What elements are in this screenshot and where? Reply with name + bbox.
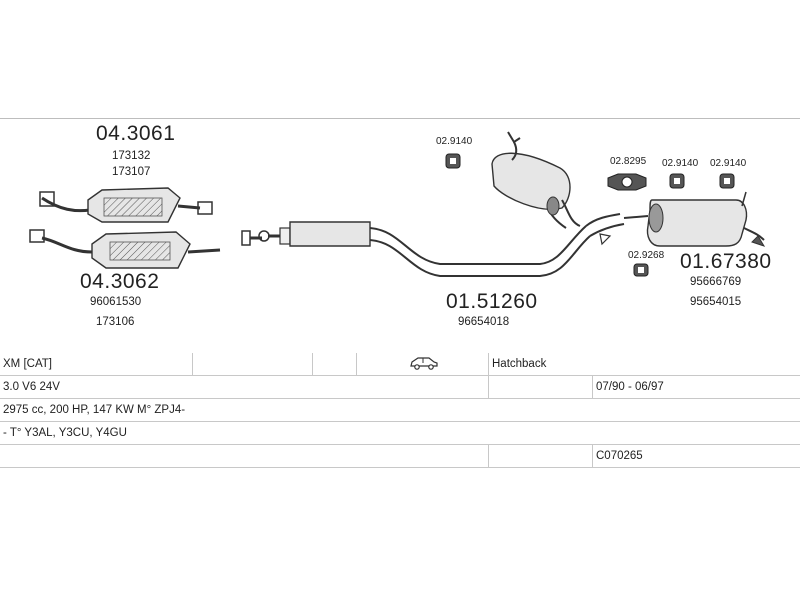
body-type-cell: Hatchback [488,353,800,376]
empty-cell [0,444,489,468]
exhaust-drawing [29,131,766,277]
rear-silencer-drawing[interactable] [623,191,766,247]
part-ref-cat-front-2: 173107 [112,166,151,178]
part-ref-cat-front-1: 173132 [112,150,151,162]
exhaust-diagram: 04.3061 173132 173107 04.3062 96061530 1… [0,118,800,353]
mount-1-drawing[interactable] [445,153,461,169]
part-number-mount-1[interactable]: 02.9140 [436,136,473,147]
part-ref-cat-rear-1: 96061530 [90,296,142,308]
body-icon-cell [356,353,489,376]
part-number-mount-2[interactable]: 02.8295 [610,156,647,167]
part-number-middle[interactable]: 01.51260 [446,290,538,313]
specs-cell: 2975 cc, 200 HP, 147 KW M° ZPJ4- [0,398,800,422]
top-border [0,118,800,119]
codes-cell: - T° Y3AL, Y3CU, Y4GU [0,421,800,445]
table-row: 3.0 V6 24V 07/90 - 06/97 [0,375,800,399]
part-ref-rear-1: 95666769 [690,276,742,288]
empty-cell [488,444,593,468]
vehicle-info-table: XM [CAT] Hatchback 3.0 V6 24V 07/90 - 06… [0,353,800,468]
cat-rear-drawing[interactable] [29,229,221,269]
empty-cell [312,353,357,376]
engine-cell: 3.0 V6 24V [0,375,489,399]
part-number-mount-4[interactable]: 02.9140 [710,158,747,169]
part-ref-cat-rear-2: 173106 [96,316,135,328]
part-number-rear[interactable]: 01.67380 [680,250,772,273]
mount-4-drawing[interactable] [719,173,735,189]
part-number-cat-front[interactable]: 04.3061 [96,122,176,145]
catalog-code-cell: C070265 [592,444,800,468]
table-row: 2975 cc, 200 HP, 147 KW M° ZPJ4- [0,398,800,422]
empty-cell [192,353,313,376]
empty-cell [488,375,593,399]
years-cell: 07/90 - 06/97 [592,375,800,399]
table-row: XM [CAT] Hatchback [0,353,800,376]
table-row: - T° Y3AL, Y3CU, Y4GU [0,421,800,445]
part-number-cat-rear[interactable]: 04.3062 [80,270,160,293]
mount-2-drawing[interactable] [607,173,647,191]
part-ref-middle-1: 96654018 [458,316,510,328]
part-ref-rear-2: 95654015 [690,296,742,308]
car-hatchback-icon [409,356,439,373]
middle-pipe-drawing[interactable] [241,131,625,277]
part-number-mount-5[interactable]: 02.9268 [628,250,665,261]
part-number-mount-3[interactable]: 02.9140 [662,158,699,169]
model-cell: XM [CAT] [0,353,193,376]
mount-3-drawing[interactable] [669,173,685,189]
table-row: C070265 [0,444,800,468]
mount-5-drawing[interactable] [633,263,649,277]
cat-front-drawing[interactable] [39,187,213,223]
